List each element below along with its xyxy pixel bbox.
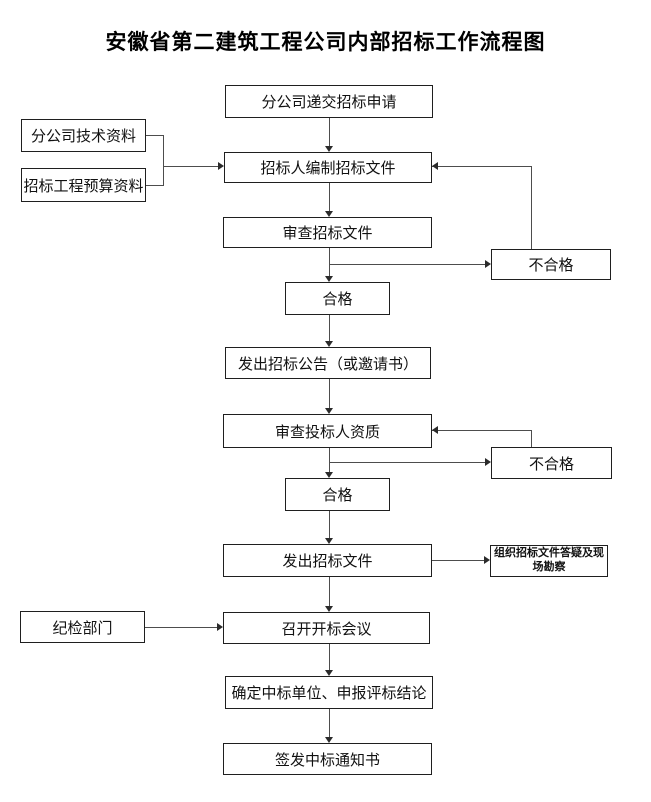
arrowhead-down-icon [325, 737, 333, 743]
arrowhead-down-icon [325, 606, 333, 612]
connector-line [329, 462, 485, 463]
connector-line [163, 166, 218, 167]
flow-box-issue-documents: 发出招标文件 [223, 544, 432, 577]
connector-line [329, 379, 330, 408]
flow-box-pass-review-documents: 合格 [285, 282, 390, 315]
connector-line [432, 166, 531, 167]
flow-box-prepare-documents: 招标人编制招标文件 [224, 152, 432, 183]
connector-line [163, 135, 164, 186]
arrowhead-right-icon [485, 458, 491, 466]
connector-line [329, 264, 485, 265]
connector-line [146, 135, 163, 136]
arrowhead-right-icon [218, 162, 224, 170]
arrowhead-down-icon [325, 472, 333, 478]
arrowhead-down-icon [325, 276, 333, 282]
flow-box-review-documents: 审查招标文件 [223, 217, 432, 248]
flow-box-qa-site-survey: 组织招标文件答疑及现场勘察 [490, 545, 608, 577]
flow-box-fail-review-bidders: 不合格 [491, 447, 612, 479]
connector-line [329, 448, 330, 472]
connector-line [329, 644, 330, 670]
flow-box-budget-docs: 招标工程预算资料 [21, 168, 146, 202]
connector-line [329, 709, 330, 737]
flow-box-technical-docs: 分公司技术资料 [21, 119, 146, 152]
connector-line [329, 248, 330, 276]
connector-line [531, 430, 532, 447]
arrowhead-down-icon [325, 408, 333, 414]
flow-box-announcement: 发出招标公告（或邀请书） [225, 347, 431, 379]
flow-box-submit-application: 分公司递交招标申请 [225, 85, 433, 118]
flow-box-issue-notice: 签发中标通知书 [223, 743, 432, 775]
arrowhead-down-icon [325, 341, 333, 347]
flow-box-fail-review-documents: 不合格 [491, 249, 611, 280]
flow-box-pass-review-bidders: 合格 [285, 478, 390, 511]
arrowhead-down-icon [325, 211, 333, 217]
arrowhead-right-icon [217, 623, 223, 631]
arrowhead-right-icon [484, 556, 490, 564]
connector-line [432, 560, 485, 561]
connector-line [329, 118, 330, 146]
flow-box-review-bidders: 审查投标人资质 [223, 414, 432, 448]
arrowhead-right-icon [485, 260, 491, 268]
arrowhead-left-icon [432, 426, 438, 434]
flow-box-discipline-dept: 纪检部门 [20, 611, 145, 643]
connector-line [531, 166, 532, 249]
connector-line [145, 627, 218, 628]
flow-box-bid-opening: 召开开标会议 [223, 612, 430, 644]
arrowhead-down-icon [325, 538, 333, 544]
flow-box-determine-winner: 确定中标单位、申报评标结论 [225, 676, 433, 709]
connector-line [329, 577, 330, 606]
connector-line [329, 315, 330, 341]
arrowhead-left-icon [432, 162, 438, 170]
arrowhead-down-icon [325, 670, 333, 676]
connector-line [329, 511, 330, 538]
connector-line [432, 430, 531, 431]
connector-line [146, 185, 163, 186]
page-title: 安徽省第二建筑工程公司内部招标工作流程图 [105, 30, 546, 54]
arrowhead-down-icon [325, 146, 333, 152]
connector-line [329, 183, 330, 211]
